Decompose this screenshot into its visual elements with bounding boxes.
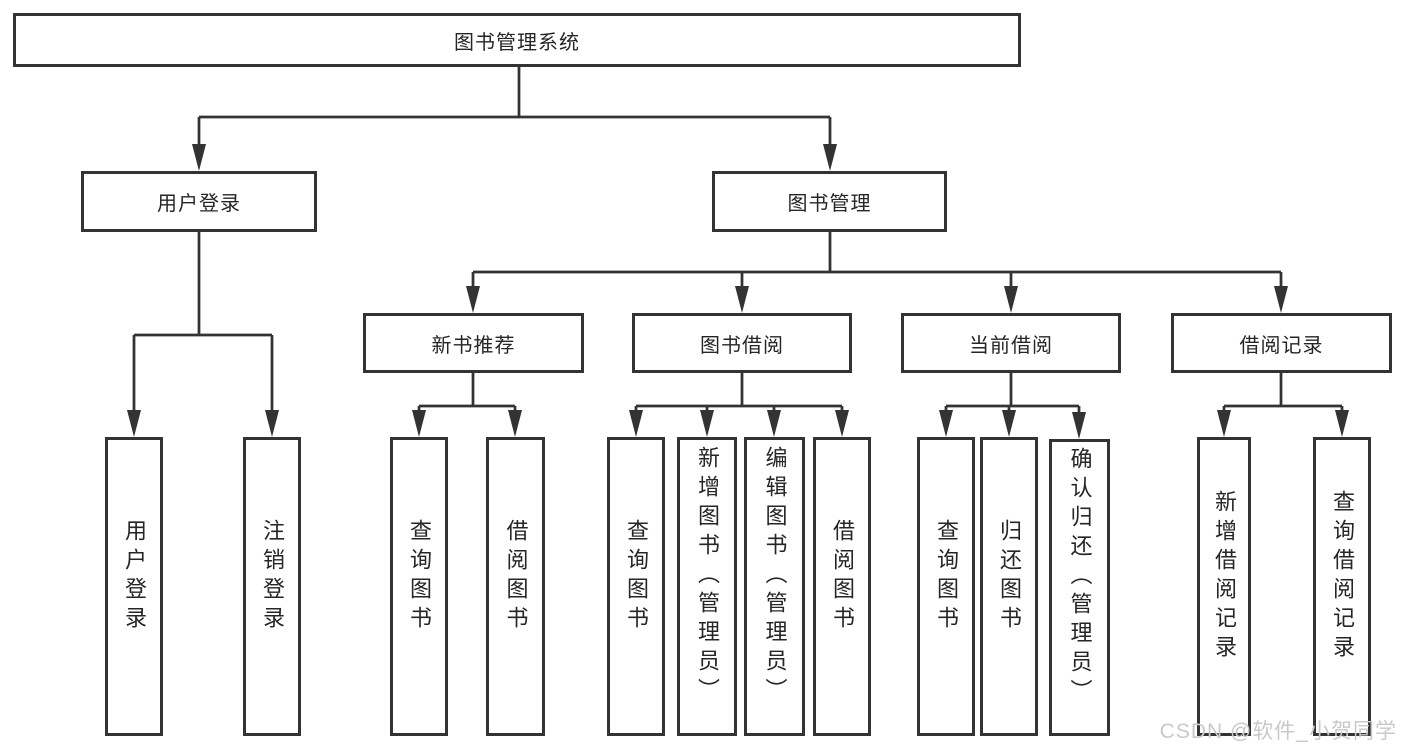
leaf-borrow-books-1: 借阅图书 — [486, 437, 545, 736]
node-borrow-record-label: 借阅记录 — [1239, 334, 1324, 357]
node-new-book-recommend-label: 新书推荐 — [431, 334, 516, 357]
leaf-add-borrow-record-label: 新增借阅记录 — [1212, 489, 1237, 664]
csdn-watermark: CSDN @软件_小贺同学 — [1159, 720, 1397, 743]
leaf-edit-books-admin-label: 编辑图书（管理员） — [762, 446, 788, 707]
leaf-borrow-books-2-label: 借阅图书 — [830, 518, 855, 635]
leaf-query-borrow-record: 查询借阅记录 — [1313, 437, 1371, 736]
node-root-system: 图书管理系统 — [13, 13, 1021, 67]
node-new-book-recommend: 新书推荐 — [363, 313, 584, 373]
node-book-management: 图书管理 — [712, 171, 947, 232]
leaf-user-login: 用户登录 — [105, 437, 163, 736]
leaf-logout: 注销登录 — [243, 437, 301, 736]
node-user-login-label: 用户登录 — [157, 193, 241, 215]
leaf-query-books-2: 查询图书 — [607, 437, 665, 736]
leaf-query-books-1-label: 查询图书 — [407, 518, 432, 635]
node-root-system-label: 图书管理系统 — [454, 31, 580, 54]
leaf-confirm-return-admin-label: 确认归还（管理员） — [1067, 447, 1093, 708]
leaf-query-borrow-record-label: 查询借阅记录 — [1330, 489, 1355, 664]
leaf-logout-label: 注销登录 — [260, 518, 285, 635]
leaf-add-borrow-record: 新增借阅记录 — [1197, 437, 1251, 736]
node-book-management-label: 图书管理 — [787, 193, 872, 215]
leaf-return-books: 归还图书 — [980, 437, 1038, 736]
connector-paths — [132, 67, 1344, 414]
leaf-edit-books-admin: 编辑图书（管理员） — [744, 437, 805, 736]
leaf-confirm-return-admin: 确认归还（管理员） — [1049, 439, 1110, 736]
leaf-borrow-books-2: 借阅图书 — [813, 437, 871, 736]
node-current-borrow-label: 当前借阅 — [969, 334, 1053, 357]
leaf-query-books-1: 查询图书 — [390, 437, 448, 736]
node-current-borrow: 当前借阅 — [901, 313, 1121, 373]
arrowheads — [127, 144, 1349, 439]
leaf-query-books-3: 查询图书 — [917, 437, 975, 736]
leaf-borrow-books-1-label: 借阅图书 — [503, 518, 529, 635]
node-book-borrow-label: 图书借阅 — [700, 334, 784, 357]
leaf-query-books-2-label: 查询图书 — [624, 518, 649, 635]
leaf-query-books-3-label: 查询图书 — [934, 518, 959, 635]
leaf-add-books-admin: 新增图书（管理员） — [677, 437, 737, 736]
leaf-user-login-label: 用户登录 — [122, 518, 147, 635]
node-borrow-record: 借阅记录 — [1171, 313, 1392, 373]
node-user-login: 用户登录 — [81, 171, 317, 232]
leaf-return-books-label: 归还图书 — [997, 518, 1022, 635]
leaf-add-books-admin-label: 新增图书（管理员） — [695, 446, 720, 707]
node-book-borrow: 图书借阅 — [632, 313, 852, 373]
